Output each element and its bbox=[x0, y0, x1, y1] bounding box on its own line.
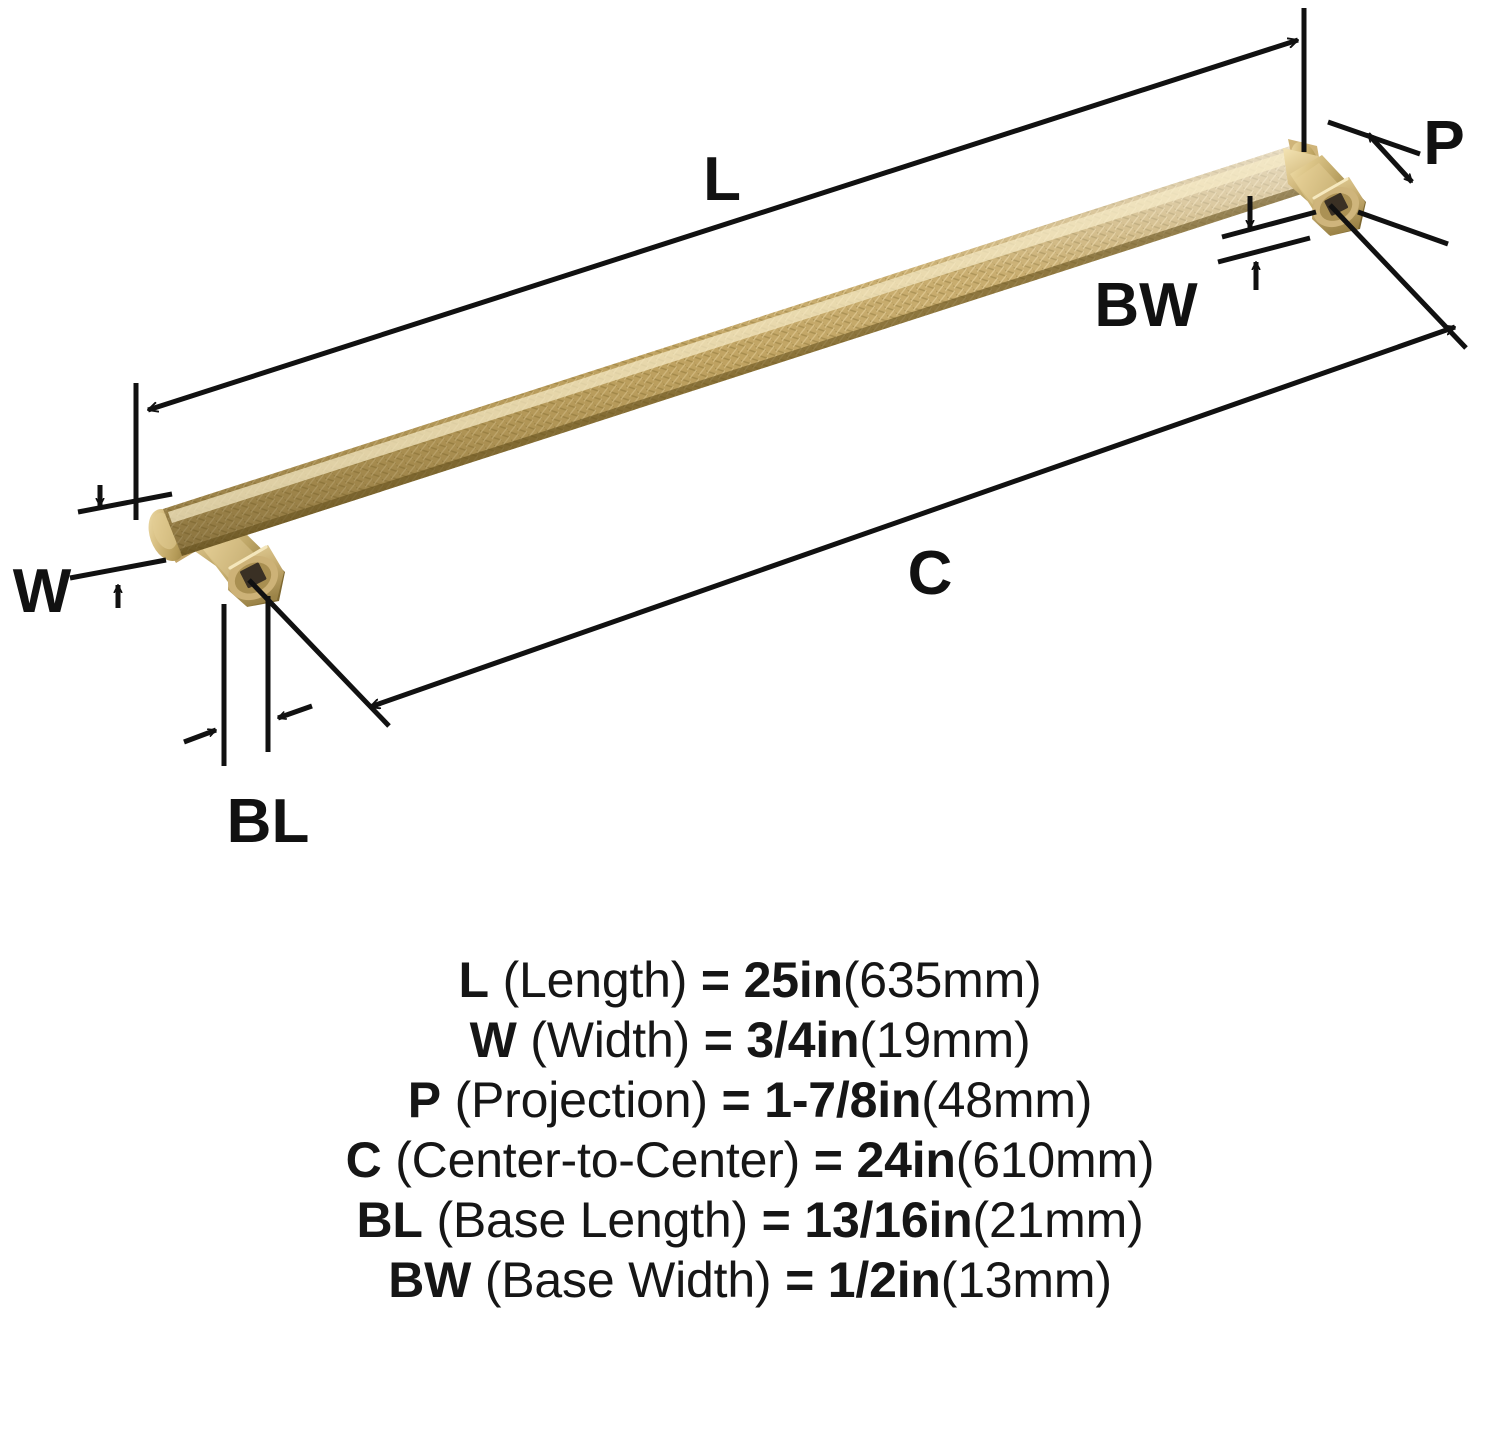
ext-line-W-upper bbox=[77, 491, 173, 515]
label-W: W bbox=[13, 557, 72, 626]
legend-row-width: W (Width) = 3/4in(19mm) bbox=[470, 1012, 1031, 1068]
dimension-BW bbox=[1217, 196, 1317, 290]
legend-name: (Center-to-Center) bbox=[395, 1132, 801, 1188]
legend-name: (Projection) bbox=[454, 1072, 708, 1128]
dim-line-C bbox=[370, 327, 1455, 707]
legend-metric: (48mm) bbox=[921, 1072, 1093, 1128]
dimension-legend: L (Length) = 25in(635mm) W (Width) = 3/4… bbox=[0, 952, 1500, 1308]
label-BW: BW bbox=[1094, 271, 1198, 340]
legend-symbol: BW bbox=[388, 1252, 472, 1308]
dimension-BL bbox=[183, 596, 313, 766]
legend-name: (Length) bbox=[502, 952, 688, 1008]
ext-line-C-right bbox=[1328, 203, 1468, 350]
ext-line-W-lower bbox=[69, 557, 167, 581]
dim-line-L bbox=[148, 40, 1298, 410]
legend-symbol: P bbox=[407, 1072, 441, 1128]
legend-name: (Base Length) bbox=[436, 1192, 748, 1248]
legend-equals: = bbox=[721, 1072, 751, 1128]
label-L: L bbox=[703, 145, 741, 214]
dim-arrow-BL-right bbox=[278, 703, 313, 721]
legend-name: (Base Width) bbox=[484, 1252, 772, 1308]
dimension-W bbox=[69, 485, 173, 608]
label-BL: BL bbox=[227, 787, 310, 856]
legend-equals: = bbox=[813, 1132, 843, 1188]
legend-equals: = bbox=[785, 1252, 815, 1308]
legend-imperial: 3/4in bbox=[746, 1012, 860, 1068]
legend-metric: (13mm) bbox=[940, 1252, 1112, 1308]
legend-equals: = bbox=[761, 1192, 791, 1248]
legend-metric: (610mm) bbox=[955, 1132, 1155, 1188]
ext-line-BW-upper bbox=[1221, 209, 1317, 240]
legend-metric: (635mm) bbox=[842, 952, 1042, 1008]
legend-equals: = bbox=[703, 1012, 733, 1068]
dimension-letters: L W P C BL BW bbox=[13, 109, 1465, 856]
label-P: P bbox=[1423, 109, 1464, 178]
legend-row-center-to-center: C (Center-to-Center) = 24in(610mm) bbox=[346, 1132, 1155, 1188]
legend-symbol: BL bbox=[356, 1192, 423, 1248]
legend-row-base-length: BL (Base Length) = 13/16in(21mm) bbox=[356, 1192, 1143, 1248]
legend-imperial: 1-7/8in bbox=[764, 1072, 922, 1128]
dimension-C bbox=[247, 203, 1468, 728]
legend-equals: = bbox=[700, 952, 730, 1008]
legend-imperial: 25in bbox=[743, 952, 843, 1008]
screw-socket-left bbox=[240, 562, 267, 589]
legend-imperial: 1/2in bbox=[827, 1252, 941, 1308]
legend-symbol: L bbox=[458, 952, 490, 1008]
legend-imperial: 24in bbox=[856, 1132, 956, 1188]
legend-imperial: 13/16in bbox=[804, 1192, 973, 1248]
legend-metric: (19mm) bbox=[859, 1012, 1031, 1068]
dim-arrow-BL-left bbox=[183, 727, 216, 745]
ext-line-P-lower bbox=[1357, 209, 1449, 247]
legend-symbol: C bbox=[345, 1132, 382, 1188]
legend-row-length: L (Length) = 25in(635mm) bbox=[459, 952, 1042, 1008]
dim-line-P bbox=[1366, 132, 1414, 184]
legend-row-base-width: BW (Base Width) = 1/2in(13mm) bbox=[388, 1252, 1112, 1308]
legend-name: (Width) bbox=[530, 1012, 691, 1068]
dimension-P bbox=[1327, 119, 1449, 247]
screw-socket-right bbox=[1324, 192, 1349, 216]
dimension-L bbox=[133, 8, 1307, 520]
label-C: C bbox=[908, 539, 953, 608]
ext-line-C-left bbox=[247, 578, 391, 728]
legend-row-projection: P (Projection) = 1-7/8in(48mm) bbox=[408, 1072, 1093, 1128]
legend-symbol: W bbox=[469, 1012, 517, 1068]
ext-line-BW-lower bbox=[1217, 235, 1311, 265]
dimension-lines bbox=[69, 8, 1468, 766]
legend-metric: (21mm) bbox=[972, 1192, 1144, 1248]
